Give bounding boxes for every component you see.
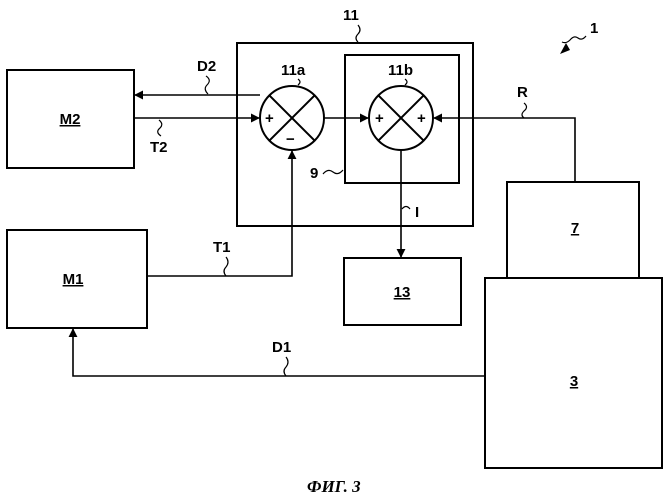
signal-t1-leader xyxy=(224,257,228,276)
summer-a-plus-sign: + xyxy=(265,110,274,127)
summer-b-plus-left-sign: + xyxy=(375,110,384,127)
controller-label: 11 xyxy=(343,7,359,24)
block-m2-label: M2 xyxy=(60,111,81,128)
summer-a-label: 11a xyxy=(281,62,306,79)
signal-i-label: I xyxy=(415,204,419,221)
signal-d1-leader xyxy=(284,357,288,376)
block-m1-label: M1 xyxy=(63,271,84,288)
signal-r-label: R xyxy=(517,84,528,101)
controller-label-leader xyxy=(356,25,360,42)
figure-caption: ФИГ. 3 xyxy=(307,477,361,496)
signal-d2-leader xyxy=(205,76,209,94)
figure-number: 1 xyxy=(590,20,598,37)
figure-number-arrow xyxy=(562,36,586,43)
summer-b-plus-right-sign: + xyxy=(417,110,426,127)
block-3-label: 3 xyxy=(570,373,578,390)
figure-number-arrowhead xyxy=(560,43,570,54)
summer-b-label: 11b xyxy=(388,62,413,79)
signal-t2-label: T2 xyxy=(150,139,168,156)
signal-t2-leader xyxy=(158,120,162,136)
signal-d2-label: D2 xyxy=(197,58,216,75)
block-13-label: 13 xyxy=(394,284,411,301)
signal-t1-label: T1 xyxy=(213,239,231,256)
signal-r-leader xyxy=(522,103,527,118)
signal-d1-label: D1 xyxy=(272,339,291,356)
block-7-label: 7 xyxy=(571,220,579,237)
inner-block-label: 9 xyxy=(310,165,318,182)
summer-a-minus-sign: − xyxy=(286,131,295,148)
